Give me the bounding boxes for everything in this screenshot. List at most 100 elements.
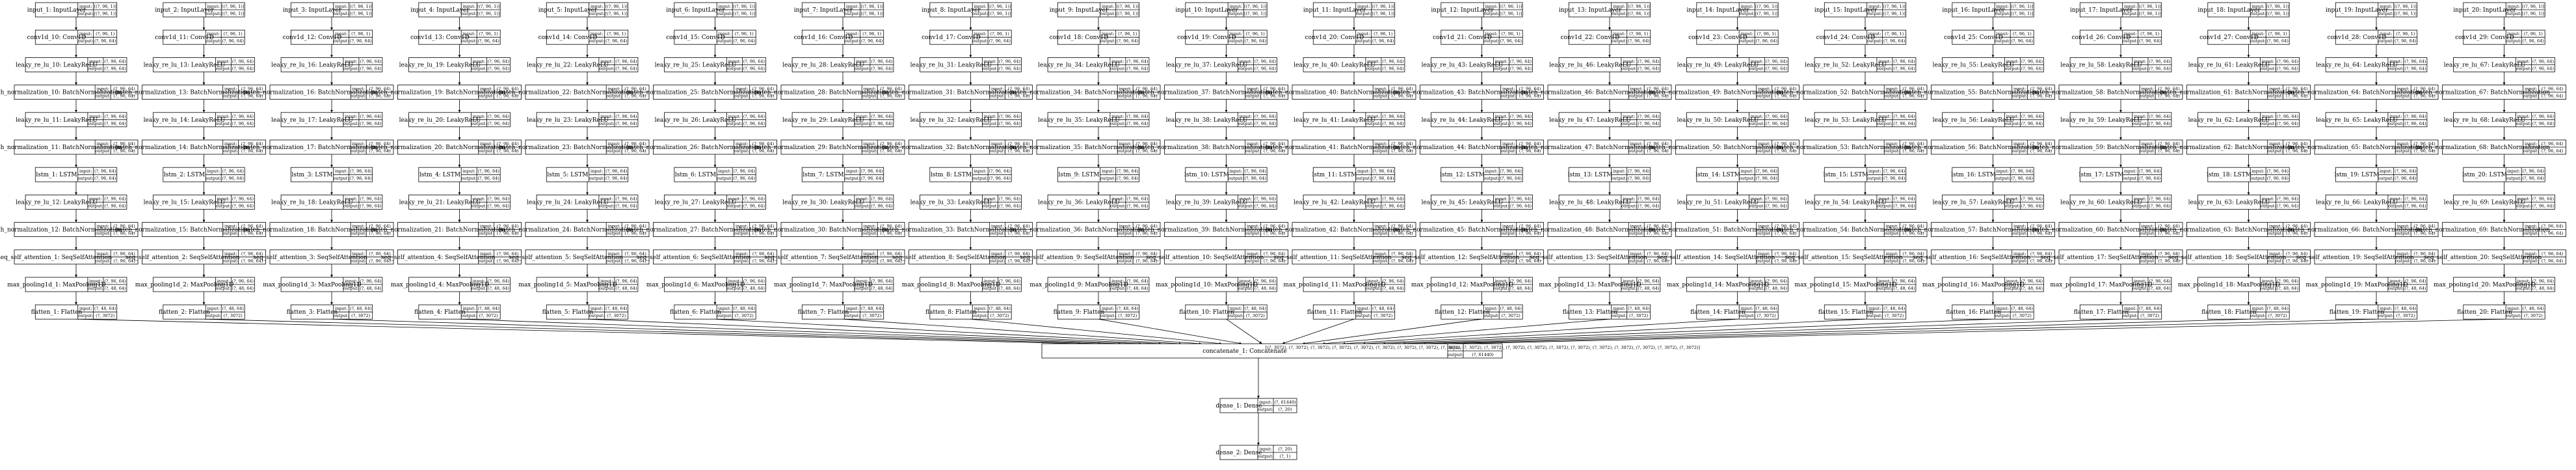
col2-node-3-box xyxy=(153,57,255,72)
col9-node-5-output-shape: (?, 96, 64) xyxy=(1126,121,1149,126)
col15-node-8-input-shape: (?, 96, 64) xyxy=(1893,196,1915,201)
col1-node-12-input-shape: (?, 48, 64) xyxy=(94,306,116,311)
col10-node-3-input-tag: input: xyxy=(1240,59,1252,64)
col17-node-11-output-shape: (?, 48, 64) xyxy=(2149,286,2171,291)
col18-node-3-label: leaky_re_lu_61: LeakyReLU xyxy=(2188,62,2270,68)
col14-node-12-label: flatten_14: Flatten xyxy=(1690,309,1746,316)
col10-node-9-input-shape: (?, 96, 64) xyxy=(1264,224,1286,229)
col7-node-3-output-tag: output: xyxy=(855,66,870,71)
col7-node-6-input-shape: (?, 96, 64) xyxy=(880,141,902,146)
col2-node-2-output-shape: (?, 96, 64) xyxy=(222,38,245,44)
col1-node-11-input-tag: input: xyxy=(89,279,101,284)
col20-node-5-box xyxy=(2453,112,2555,128)
col4-node-4: batch_normalization_19: BatchNormalizati… xyxy=(371,85,522,100)
col19-node-9-output-shape: (?, 96, 64) xyxy=(2413,231,2436,236)
col14-node-8: leaky_re_lu_51: LeakyReLUinput:output:(?… xyxy=(1677,194,1788,210)
col12-node-3-label: leaky_re_lu_43: LeakyReLU xyxy=(1422,62,1504,68)
concatenate-node-output-tag: output: xyxy=(1448,352,1463,357)
col6-node-9-output-tag: output: xyxy=(734,231,750,236)
col2-node-6-label: batch_normalization_14: BatchNormalizati… xyxy=(115,145,250,151)
col2-node-12-input-shape: (?, 48, 64) xyxy=(222,306,245,311)
col16-node-9-label: batch_normalization_57: BatchNormalizati… xyxy=(1904,227,2039,234)
col4-node-2-output-shape: (?, 96, 64) xyxy=(478,38,500,44)
col7-node-12-output-shape: (?, 3072) xyxy=(862,313,882,318)
col6-node-7-output-tag: output: xyxy=(717,176,732,181)
col5-node-2-label: conv1d_14: Conv1D xyxy=(538,35,598,41)
col20-node-1-input-tag: input: xyxy=(2507,4,2519,9)
col11-to-concat-edge xyxy=(1282,318,1355,344)
col2-node-1-output-tag: output: xyxy=(206,11,221,16)
col1-node-6-input-tag: input: xyxy=(96,141,109,146)
col9-node-3-input-tag: input: xyxy=(1111,59,1124,64)
col1-node-2-output-tag: output: xyxy=(78,38,94,44)
concatenate-node-input-shape: [(?, 3072), (?, 3072), (?, 3072), (?, 30… xyxy=(1266,345,1700,350)
col8-node-2-input-tag: input: xyxy=(974,31,986,36)
col3-node-2-output-shape: (?, 96, 64) xyxy=(350,38,372,44)
col5-node-4-label: batch_normalization_22: BatchNormalizati… xyxy=(499,90,633,96)
col19-node-8-label: leaky_re_lu_66: LeakyReLU xyxy=(2316,199,2398,206)
col18-node-4-input-shape: (?, 96, 64) xyxy=(2286,87,2308,92)
col13-node-5-label: leaky_re_lu_47: LeakyReLU xyxy=(1549,117,1631,124)
col18-node-10-label: seq_self_attention_18: SeqSelfAttention xyxy=(2168,255,2287,261)
col2-node-3-input-tag: input: xyxy=(217,59,230,64)
dense-2-node-output-tag: output: xyxy=(1258,454,1273,459)
col18-node-3-input-tag: input: xyxy=(2262,59,2274,64)
concatenate-node-output-shape: (?, 61440) xyxy=(1472,352,1494,357)
col17-node-8-input-shape: (?, 96, 64) xyxy=(2149,196,2171,201)
col5-to-concat-edge xyxy=(587,318,1162,345)
col10-node-7-output-tag: output: xyxy=(1228,176,1243,181)
col14-node-4-label: batch_normalization_49: BatchNormalizati… xyxy=(1649,90,1783,96)
col6-node-11-input-tag: input: xyxy=(728,279,741,284)
col6-node-3-output-tag: output: xyxy=(726,66,742,71)
col2-node-10-input-tag: input: xyxy=(224,251,237,256)
col20-node-10-input-shape: (?, 96, 64) xyxy=(2542,251,2564,256)
col11-node-12-output-tag: output: xyxy=(1356,313,1372,318)
col19-node-3-box xyxy=(2325,57,2428,72)
col9-node-9-input-tag: input: xyxy=(1119,224,1131,229)
col8-node-10: seq_self_attention_8: SeqSelfAttentionin… xyxy=(892,249,1033,265)
col12-node-9-input-tag: input: xyxy=(1502,224,1515,229)
col12-node-10-input-tag: input: xyxy=(1502,251,1515,256)
col8-node-10-input-tag: input: xyxy=(991,251,1003,256)
col8-node-6-input-shape: (?, 96, 64) xyxy=(1008,141,1030,146)
col19-node-8-input-tag: input: xyxy=(2389,196,2402,201)
col10-node-2-output-shape: (?, 96, 64) xyxy=(1245,38,1267,44)
col18-node-11-input-tag: input: xyxy=(2262,279,2274,284)
col12-node-6-output-shape: (?, 96, 64) xyxy=(1519,148,1541,154)
col1-node-3: leaky_re_lu_10: LeakyReLUinput:output:(?… xyxy=(16,57,127,72)
col7-node-12-label: flatten_7: Flatten xyxy=(798,309,849,316)
col2-node-8-box xyxy=(153,194,255,210)
col12-node-11-box xyxy=(1431,277,1533,292)
col16-node-7-input-shape: (?, 96, 64) xyxy=(2012,169,2034,174)
col8-node-1-input-tag: input: xyxy=(974,4,986,9)
col19-node-7-input-shape: (?, 96, 64) xyxy=(2395,169,2417,174)
col10-node-8-label: leaky_re_lu_39: LeakyReLU xyxy=(1166,199,1248,206)
col9-node-6-input-tag: input: xyxy=(1119,141,1131,146)
col14-node-11-box xyxy=(1686,277,1788,292)
col6-node-2-input-shape: (?, 96, 1) xyxy=(735,31,754,36)
col11-node-9-label: batch_normalization_42: BatchNormalizati… xyxy=(1266,227,1400,234)
col17-node-4-input-shape: (?, 96, 64) xyxy=(2158,87,2180,92)
col16-node-6-input-shape: (?, 96, 64) xyxy=(2030,141,2052,146)
col19-node-1-label: input_19: InputLayer xyxy=(2326,7,2389,14)
col17-node-7-output-tag: output: xyxy=(2123,176,2138,181)
col16-node-8-input-shape: (?, 96, 64) xyxy=(2021,196,2043,201)
col16-node-1-output-shape: [(?, 96, 1)] xyxy=(2011,11,2033,16)
col15-node-6-output-tag: output: xyxy=(1884,148,1900,154)
col20-node-3: leaky_re_lu_67: LeakyReLUinput:output:(?… xyxy=(2444,57,2555,72)
col2-node-5-label: leaky_re_lu_14: LeakyReLU xyxy=(144,117,226,124)
col2-node-11-input-tag: input: xyxy=(217,279,230,284)
col18-node-9-label: batch_normalization_63: BatchNormalizati… xyxy=(2160,227,2294,234)
col9-node-5: leaky_re_lu_35: LeakyReLUinput:output:(?… xyxy=(1038,112,1150,128)
col4-node-10-input-shape: (?, 96, 64) xyxy=(497,251,519,256)
col19-node-1-input-tag: input: xyxy=(2380,4,2392,9)
col1-node-7-input-shape: (?, 96, 64) xyxy=(94,169,116,174)
col11-node-3-output-shape: (?, 96, 64) xyxy=(1382,66,1404,71)
